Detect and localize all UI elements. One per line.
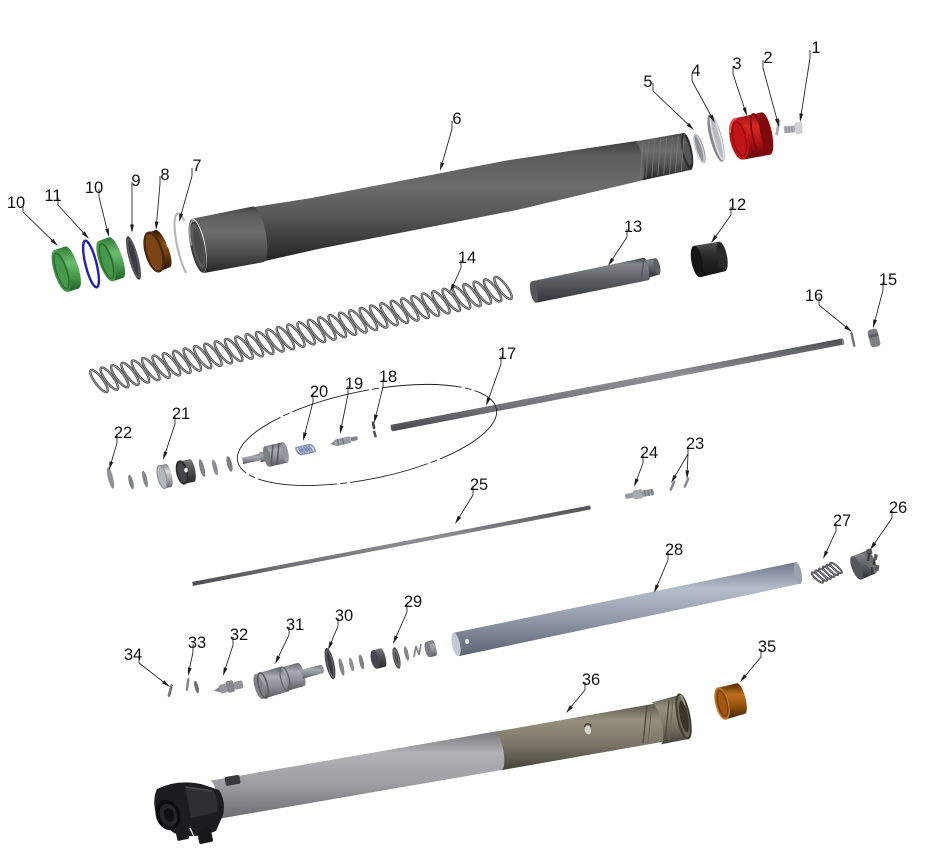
svg-text:33: 33: [188, 634, 206, 652]
svg-text:19: 19: [345, 375, 363, 393]
svg-text:1: 1: [811, 39, 820, 57]
svg-text:17: 17: [498, 345, 516, 363]
svg-text:28: 28: [665, 541, 683, 559]
svg-text:36: 36: [582, 671, 600, 689]
svg-text:34: 34: [124, 646, 142, 664]
svg-text:7: 7: [192, 157, 201, 175]
svg-text:27: 27: [833, 512, 851, 530]
svg-text:32: 32: [230, 626, 248, 644]
svg-text:35: 35: [758, 638, 776, 656]
svg-text:29: 29: [404, 593, 422, 611]
svg-text:18: 18: [379, 368, 397, 386]
svg-text:8: 8: [160, 166, 169, 184]
svg-text:4: 4: [691, 62, 700, 80]
svg-text:11: 11: [44, 187, 61, 205]
svg-text:2: 2: [763, 49, 772, 67]
svg-text:15: 15: [879, 271, 897, 289]
svg-text:31: 31: [286, 616, 304, 634]
svg-text:10: 10: [85, 179, 103, 197]
svg-text:24: 24: [640, 444, 658, 462]
svg-text:5: 5: [643, 73, 652, 91]
svg-text:14: 14: [458, 249, 476, 267]
svg-text:21: 21: [172, 405, 190, 423]
svg-text:3: 3: [732, 55, 741, 73]
svg-text:12: 12: [728, 196, 746, 214]
svg-text:30: 30: [335, 607, 353, 625]
svg-text:22: 22: [114, 424, 132, 442]
svg-text:25: 25: [470, 476, 488, 494]
svg-text:13: 13: [624, 218, 642, 236]
svg-text:10: 10: [7, 194, 25, 212]
svg-text:23: 23: [686, 435, 704, 453]
svg-text:16: 16: [805, 287, 823, 305]
svg-text:26: 26: [889, 499, 907, 517]
svg-text:20: 20: [310, 383, 328, 401]
svg-text:9: 9: [131, 172, 140, 190]
svg-text:6: 6: [452, 110, 461, 128]
